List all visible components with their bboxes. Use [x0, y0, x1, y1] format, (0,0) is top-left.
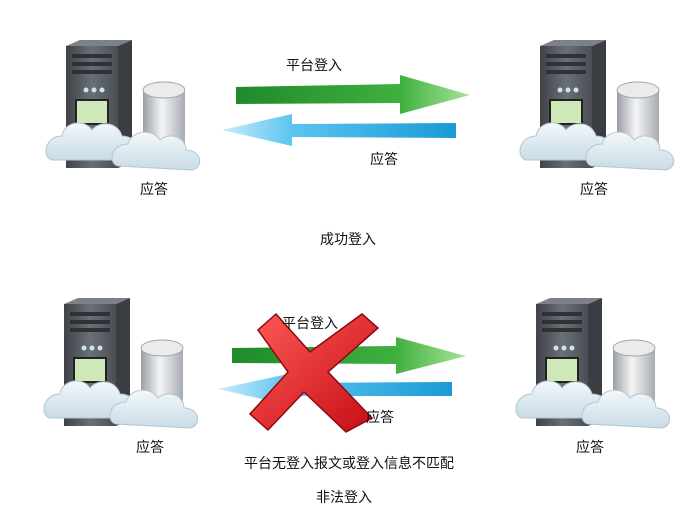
red-cross-icon — [248, 312, 380, 433]
request-arrow-bottom — [232, 337, 466, 374]
cloud-icon — [45, 122, 201, 171]
caption-top: 成功登入 — [320, 232, 376, 248]
cloud-icon — [43, 380, 199, 429]
request-arrow-top — [236, 75, 470, 114]
server-label-top-right: 应答 — [580, 182, 608, 198]
response-arrow-top — [222, 114, 456, 146]
cloud-icon — [519, 122, 675, 171]
server-label-bottom-left: 应答 — [136, 440, 164, 456]
caption-bottom: 非法登入 — [316, 490, 372, 506]
server-group-bottom-left — [43, 298, 199, 429]
server-group-top-right — [519, 40, 675, 171]
cloud-icon — [515, 380, 671, 429]
server-icon — [540, 40, 606, 168]
server-label-top-left: 应答 — [140, 182, 168, 198]
server-group-top-left — [45, 40, 201, 171]
request-label-bottom: 平台登入 — [282, 316, 338, 332]
request-label-top: 平台登入 — [286, 58, 342, 74]
server-group-bottom-right — [515, 298, 671, 429]
server-label-bottom-right: 应答 — [576, 440, 604, 456]
response-label-bottom: 应答 — [366, 410, 394, 426]
response-label-top: 应答 — [370, 152, 398, 168]
mismatch-note: 平台无登入报文或登入信息不匹配 — [244, 456, 454, 472]
